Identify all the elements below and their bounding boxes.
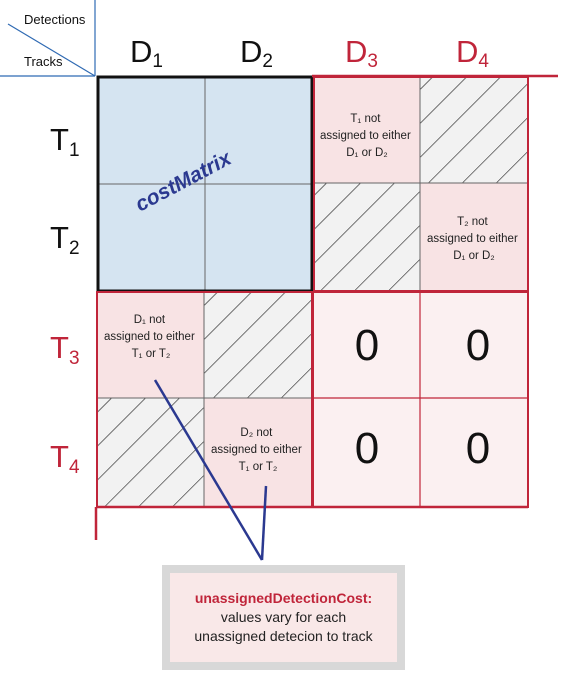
detections-label: Detections bbox=[24, 12, 86, 27]
zero-cell-t3-d4: 0 bbox=[466, 321, 490, 370]
cell-t1-d3 bbox=[314, 77, 420, 183]
note-d2-not-assigned: D₂ not assigned to either T₁ or T₂ bbox=[211, 427, 305, 473]
callout-title: unassignedDetectionCost: bbox=[194, 590, 373, 606]
zero-cell-t4-d4: 0 bbox=[466, 424, 490, 473]
zero-cell-t4-d3: 0 bbox=[355, 424, 379, 473]
row-headers: T1 T2 T3 T4 bbox=[50, 122, 80, 478]
corner-header: Detections Tracks bbox=[0, 0, 96, 77]
row-header-t4: T4 bbox=[50, 439, 80, 478]
zero-cell-t3-d3: 0 bbox=[355, 321, 379, 370]
unassigned-track-quadrant: T₁ not assigned to either D₁ or D₂ T₂ no… bbox=[313, 76, 529, 292]
column-header-d1: D1 bbox=[130, 34, 163, 72]
callout-line-1: values vary for each bbox=[220, 609, 347, 625]
cell-t4-d1-hatched bbox=[98, 398, 204, 506]
cell-t2-d4 bbox=[420, 183, 528, 291]
red-axis-lines bbox=[94, 74, 558, 540]
column-header-d4: D4 bbox=[456, 34, 489, 72]
unassigned-detection-cost-callout: unassignedDetectionCost: values vary for… bbox=[162, 565, 405, 670]
row-header-t2: T2 bbox=[50, 220, 80, 259]
tracks-label: Tracks bbox=[24, 54, 63, 69]
note-t1-not-assigned: T₁ not assigned to either D₁ or D₂ bbox=[320, 113, 414, 159]
column-header-d2: D2 bbox=[240, 34, 273, 72]
cell-t3-d2-hatched bbox=[204, 293, 312, 398]
row-header-t1: T1 bbox=[50, 122, 80, 161]
column-headers: D1 D2 D3 D4 bbox=[130, 34, 489, 72]
note-t2-not-assigned: T₂ not assigned to either D₁ or D₂ bbox=[427, 216, 521, 262]
cell-t3-d1 bbox=[98, 293, 204, 398]
cost-matrix: costMatrix bbox=[96, 75, 314, 293]
pointer-to-d1-cell bbox=[153, 379, 264, 561]
row-header-t3: T3 bbox=[50, 330, 80, 369]
zero-quadrant-fill bbox=[314, 293, 528, 506]
pointer-to-d2-cell bbox=[260, 485, 268, 561]
corner-diagonal-line bbox=[7, 23, 96, 77]
callout-pointers bbox=[153, 379, 268, 561]
cell-t1-d4-hatched bbox=[420, 77, 528, 183]
cell-t4-d2 bbox=[204, 398, 312, 506]
unassigned-detection-quadrant: D₁ not assigned to either T₁ or T₂ D₂ no… bbox=[96, 291, 313, 508]
callout-line-2: unassigned detecion to track bbox=[194, 628, 373, 644]
cell-t2-d3-hatched bbox=[314, 183, 420, 291]
zero-quadrant: 0 0 0 0 bbox=[312, 291, 529, 508]
callout-content: unassignedDetectionCost: values vary for… bbox=[170, 573, 397, 662]
note-d1-not-assigned: D₁ not assigned to either T₁ or T₂ bbox=[104, 314, 198, 360]
column-header-d3: D3 bbox=[345, 34, 378, 72]
